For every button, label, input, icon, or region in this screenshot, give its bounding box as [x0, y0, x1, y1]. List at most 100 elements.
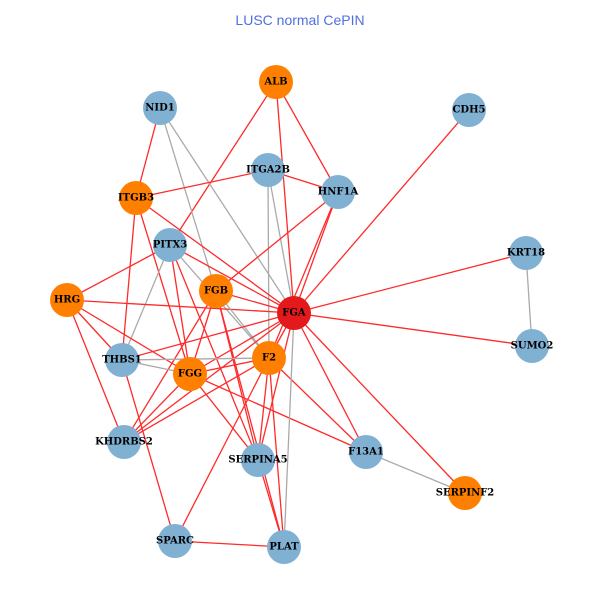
node-label: PLAT — [269, 542, 299, 553]
edge-hrg-khdrbs2 — [66, 299, 125, 443]
node-circle — [349, 435, 383, 469]
edge-nid1-fgb — [159, 107, 217, 292]
edge-itgb3-fga — [135, 197, 295, 314]
edge-fgb-plat — [215, 290, 285, 548]
node-circle — [251, 153, 285, 187]
node-circle — [119, 181, 153, 215]
node-label: F2 — [262, 353, 276, 364]
node-thbs1[interactable]: THBS1 — [102, 343, 142, 377]
edge-hnf1a-fgb — [215, 191, 339, 292]
node-label: KHDRBS2 — [95, 437, 153, 448]
edge-pitx3-serpina5 — [169, 244, 259, 461]
edge-f13a1-fga — [293, 312, 367, 453]
node-cdh5[interactable]: CDH5 — [452, 93, 486, 127]
edge-pitx3-thbs1 — [121, 244, 171, 361]
node-circle — [153, 228, 187, 262]
node-circle — [267, 530, 301, 564]
edge-fgb-khdrbs2 — [123, 290, 217, 443]
node-label: FGG — [178, 369, 202, 380]
node-pitx3[interactable]: PITX3 — [153, 228, 187, 262]
edge-f2-serpina5 — [257, 357, 270, 461]
edge-sparc-plat — [174, 540, 285, 548]
node-label: NID1 — [145, 103, 174, 114]
edge-fga-thbs1 — [121, 312, 295, 361]
node-circle — [107, 425, 141, 459]
edge-f2-khdrbs2 — [123, 357, 270, 443]
edge-fga-plat — [283, 312, 295, 548]
node-label: SERPINF2 — [436, 488, 495, 499]
node-label: SUMO2 — [511, 341, 554, 352]
edge-pitx3-fga — [169, 244, 295, 314]
node-label: CDH5 — [452, 105, 485, 116]
node-khdrbs2[interactable]: KHDRBS2 — [95, 425, 153, 459]
edge-alb-fga — [275, 81, 295, 314]
edge-itga2b-fga — [267, 169, 295, 314]
node-nid1[interactable]: NID1 — [143, 91, 177, 125]
node-label: KRT18 — [507, 248, 545, 259]
edge-f13a1-f2 — [268, 357, 367, 453]
edge-f2-sparc — [174, 357, 270, 542]
node-circle — [50, 283, 84, 317]
node-circle — [259, 65, 293, 99]
node-label: SERPINA5 — [228, 455, 287, 466]
edge-itga2b-f2 — [267, 169, 270, 359]
node-label: THBS1 — [102, 355, 142, 366]
node-circle — [158, 524, 192, 558]
edge-alb-hnf1a — [275, 81, 339, 193]
edge-fgg-serpina5 — [189, 373, 259, 461]
node-itga2b[interactable]: ITGA2B — [246, 153, 290, 187]
node-label: PITX3 — [153, 240, 187, 251]
node-serpina5[interactable]: SERPINA5 — [228, 443, 288, 477]
node-itgb3[interactable]: ITGB3 — [118, 181, 154, 215]
node-label: SPARC — [156, 536, 194, 547]
node-sparc[interactable]: SPARC — [156, 524, 194, 558]
edge-serpinf2-fga — [293, 312, 466, 494]
node-hnf1a[interactable]: HNF1A — [318, 175, 359, 209]
node-plat[interactable]: PLAT — [267, 530, 301, 564]
edge-hrg-fgg — [66, 299, 191, 375]
edge-fga-fgg — [189, 312, 295, 375]
node-krt18[interactable]: KRT18 — [507, 236, 545, 270]
node-label: F13A1 — [348, 447, 384, 458]
node-alb[interactable]: ALB — [259, 65, 293, 99]
edge-nid1-fga — [159, 107, 295, 314]
edge-fga-serpina5 — [257, 312, 295, 461]
edge-f13a1-fgg — [189, 373, 367, 453]
node-circle — [509, 236, 543, 270]
node-serpinf2[interactable]: SERPINF2 — [436, 476, 495, 510]
node-sumo2[interactable]: SUMO2 — [511, 329, 554, 363]
node-f2[interactable]: F2 — [252, 341, 286, 375]
node-label: FGB — [204, 286, 228, 297]
node-label: HRG — [54, 295, 80, 306]
node-circle — [143, 91, 177, 125]
edge-hnf1a-fga — [293, 191, 339, 314]
edge-alb-pitx3 — [169, 81, 277, 246]
node-circle — [252, 341, 286, 375]
node-circle — [515, 329, 549, 363]
edge-hrg-fga — [66, 299, 295, 314]
node-circle — [105, 343, 139, 377]
chart-title: LUSC normal CePIN — [235, 12, 365, 28]
node-circle — [448, 476, 482, 510]
node-fgb[interactable]: FGB — [199, 274, 233, 308]
node-fga[interactable]: FGA — [277, 296, 311, 330]
edge-pitx3-hrg — [66, 244, 171, 301]
node-circle — [321, 175, 355, 209]
node-circle — [199, 274, 233, 308]
edge-hnf1a-f2 — [268, 191, 339, 359]
node-label: ITGA2B — [246, 165, 290, 176]
edge-pitx3-fgg — [169, 244, 191, 375]
edge-itgb3-thbs1 — [121, 197, 137, 361]
node-label: HNF1A — [318, 187, 359, 198]
node-f13a1[interactable]: F13A1 — [348, 435, 384, 469]
node-label: ALB — [263, 77, 287, 88]
node-circle — [277, 296, 311, 330]
edge-f13a1-serpinf2 — [365, 451, 466, 494]
edge-sumo2-fga — [293, 312, 533, 347]
node-label: FGA — [282, 308, 306, 319]
node-hrg[interactable]: HRG — [50, 283, 84, 317]
node-fgg[interactable]: FGG — [173, 357, 207, 391]
edge-krt18-fga — [293, 252, 527, 314]
